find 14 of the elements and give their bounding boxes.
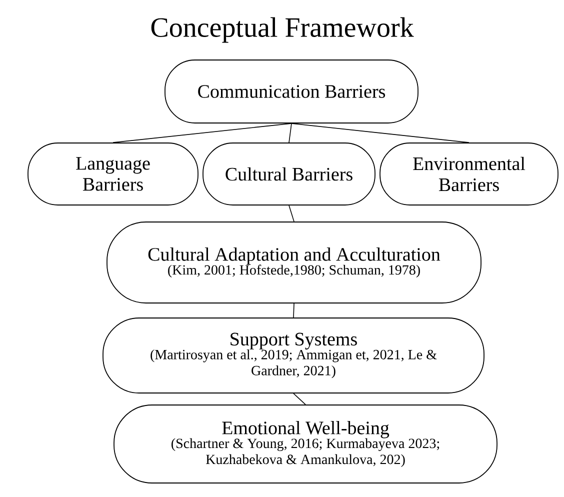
connector-line: [288, 123, 292, 143]
connector-line: [291, 123, 470, 143]
title: Conceptual Framework: [151, 17, 414, 43]
rounded-box: Language Barriers: [28, 142, 198, 206]
rounded-box: Environmental Barriers: [380, 142, 558, 206]
rounded-box: Cultural Barriers: [202, 142, 376, 206]
rounded-box: Emotional Well-being (Schartner & Young, 2016; Kurmabayeva 2023; Kuzhabekova & Amankulova, 202): [114, 404, 498, 484]
connector-line: [293, 303, 294, 318]
connector-line: [288, 205, 294, 222]
connector-line: [112, 123, 292, 143]
rounded-box: Communication Barriers: [164, 60, 418, 124]
connector-line: [293, 393, 306, 405]
rounded-box: Support Systems (Martirosyan et al., 2019; Ammigan et, 2021, Le & Gardner, 2021): [102, 318, 484, 394]
rounded-box: Cultural Adaptation and Acculturation (Kim, 2001; Hofstede,1980; Schuman, 1978): [106, 222, 482, 304]
